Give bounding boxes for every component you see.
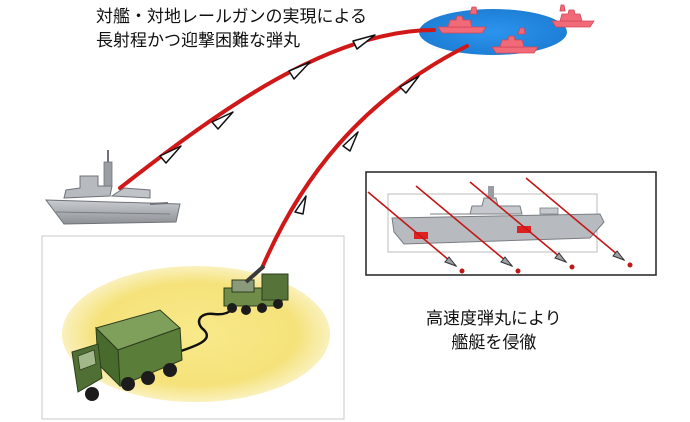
ground-trajectory [260,44,469,270]
trajectory-arrow-icons [159,34,420,215]
hull-damage-mark [517,226,531,233]
hull-damage-mark [414,232,428,239]
enemy-fleet-icon [437,4,595,54]
ship-trajectory [118,28,436,190]
round-tip-icons [459,262,633,274]
warship-icon [44,150,181,225]
railgun-truck-icon [223,264,289,315]
effect-line-2: 艦艇を侵徹 [451,333,537,353]
round-head-icons [444,250,626,268]
power-truck-icon [71,309,183,401]
penetrating-rounds [367,177,625,267]
title-line-2: 長射程かつ迎撃困難な弾丸 [96,31,300,51]
target-hull-icon [391,186,605,245]
penetration-caption: 高速度弾丸により 艦艇を侵徹 [426,307,562,355]
diagram-title: 対艦・対地レールガンの実現による 長射程かつ迎撃困難な弾丸 [96,5,367,53]
effect-line-1: 高速度弾丸により [426,309,562,329]
title-line-1: 対艦・対地レールガンの実現による [96,7,367,27]
